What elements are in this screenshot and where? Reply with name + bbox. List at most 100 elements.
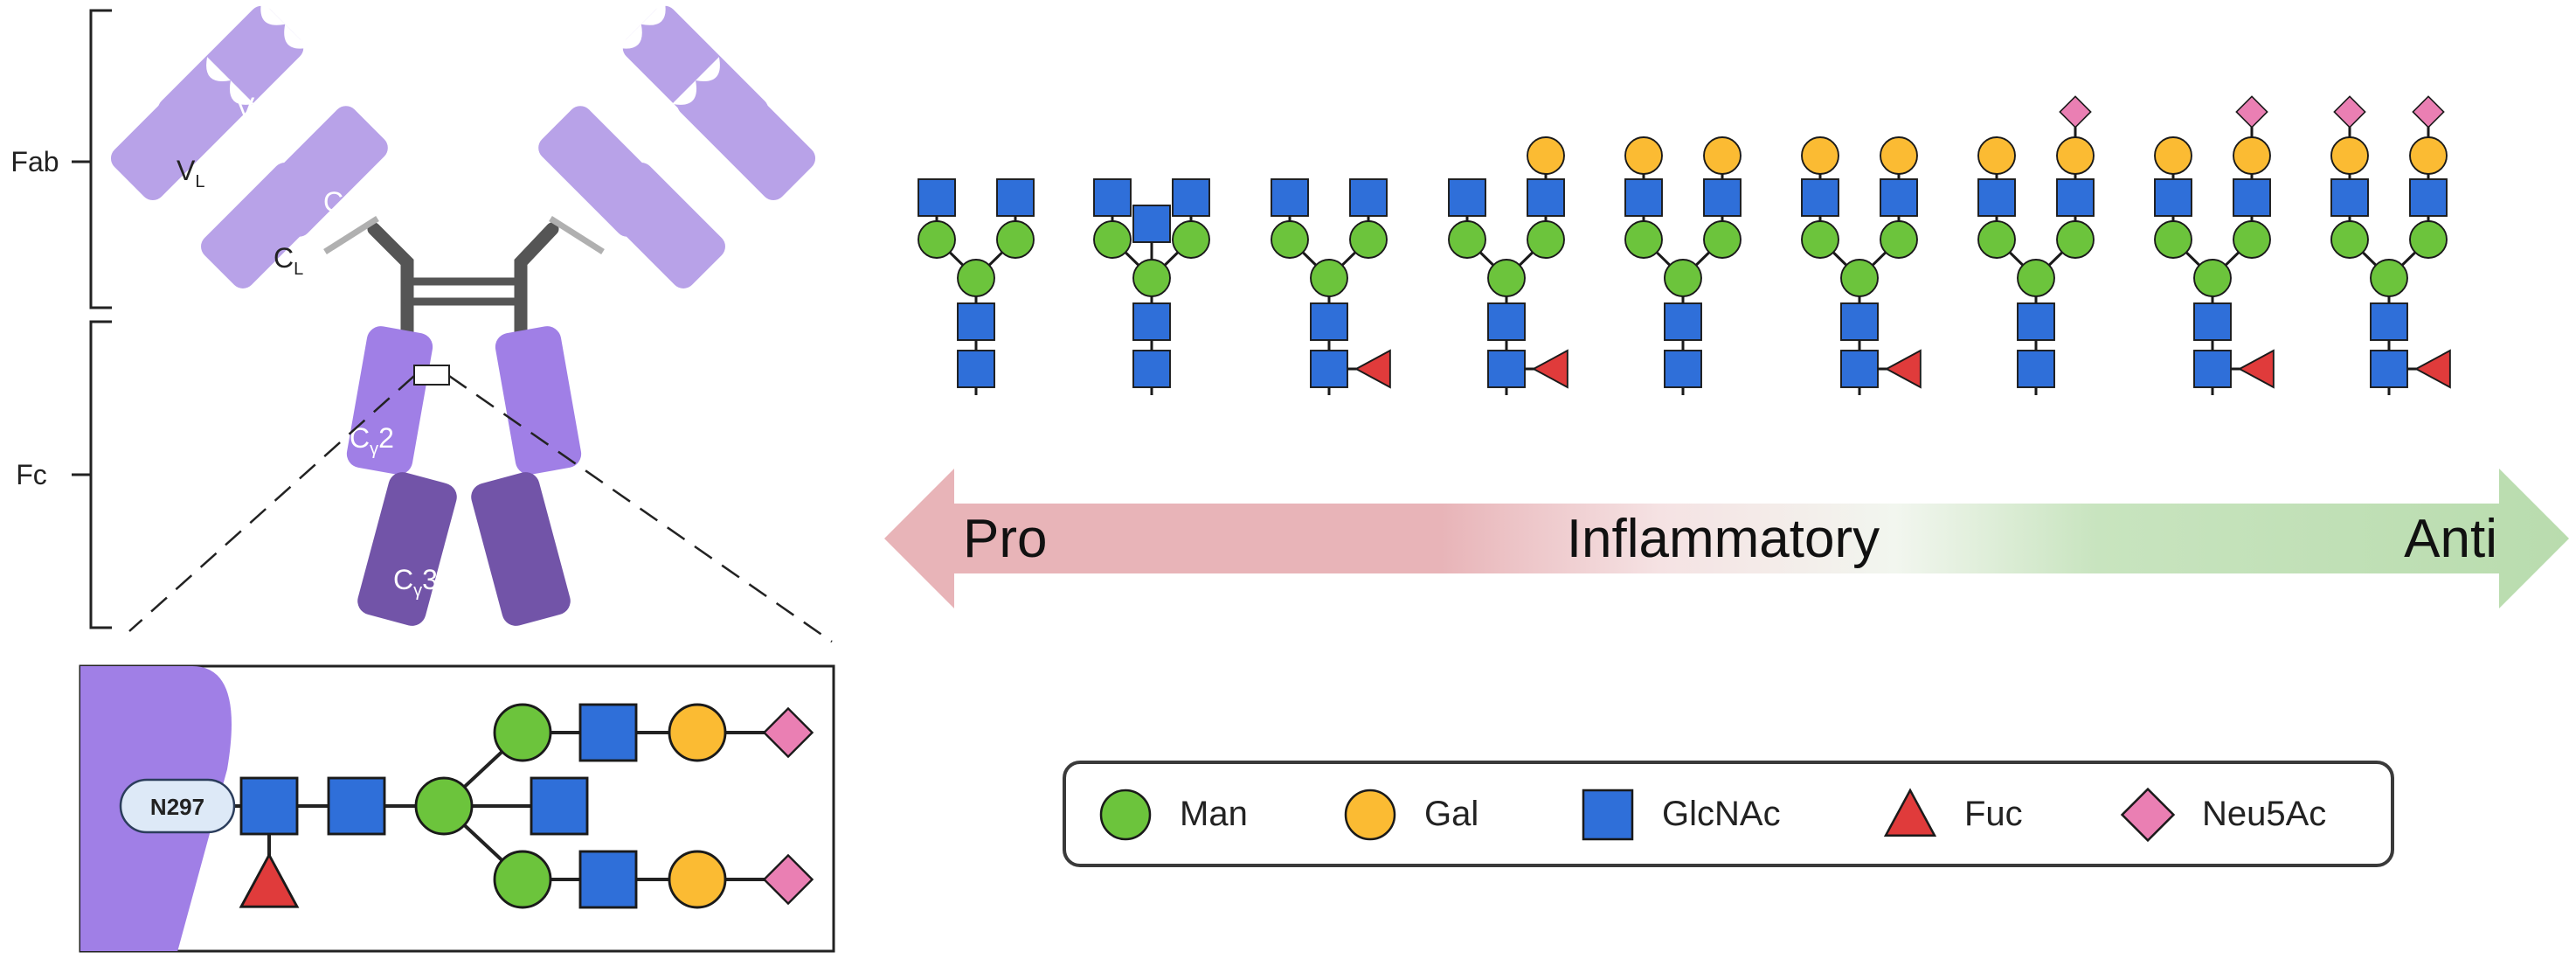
- glcnac-residue: [1349, 178, 1388, 217]
- n297-label: N297: [150, 794, 204, 820]
- man-residue: [1527, 220, 1565, 259]
- fuc-residue: [1885, 349, 1922, 389]
- man-residue: [493, 850, 552, 909]
- glcnac-residue: [1172, 178, 1210, 217]
- ch2-domain-left: [346, 326, 433, 475]
- fab-arm-right: [538, 0, 816, 288]
- glcnac-residue: [1840, 302, 1879, 341]
- legend-item-fuc: Fuc: [1883, 788, 2023, 837]
- glcnac-residue: [1093, 178, 1132, 217]
- neu5ac-residue: [762, 853, 814, 906]
- ch3-label: Cγ3: [393, 564, 438, 601]
- fab-label: Fab: [10, 146, 59, 177]
- man-residue: [1487, 259, 1526, 297]
- man-icon: [1099, 789, 1152, 841]
- legend-item-man: Man: [1099, 789, 1248, 841]
- glycan-structure-6: [1801, 136, 1922, 395]
- gal-residue: [2330, 136, 2369, 175]
- glcnac-residue: [530, 776, 589, 836]
- man-residue: [1664, 259, 1702, 297]
- legend-label-gal: Gal: [1424, 795, 1478, 833]
- fuc-icon: [1883, 788, 1937, 837]
- inflammatory-arrow: Pro Inflammatory Anti: [884, 469, 2569, 608]
- fuc-residue: [239, 851, 300, 908]
- gal-residue: [1624, 136, 1663, 175]
- gal-icon: [1344, 789, 1396, 841]
- glcnac-residue: [2017, 302, 2055, 341]
- n-glycan-inset: N297: [79, 664, 835, 953]
- vl-domain-right: [672, 57, 816, 201]
- vl-label: VL: [177, 155, 204, 191]
- man-residue: [2056, 220, 2095, 259]
- glcnac-residue: [1703, 178, 1742, 217]
- glcnac-residue: [578, 703, 638, 762]
- man-residue: [2409, 220, 2448, 259]
- man-residue: [2193, 259, 2232, 297]
- vh-label: VH: [236, 92, 267, 129]
- gal-residue: [2154, 136, 2192, 175]
- vl-domain-left: [110, 57, 254, 201]
- glcnac-residue: [1801, 178, 1839, 217]
- glcnac-residue: [1487, 302, 1526, 341]
- gal-residue: [668, 703, 727, 762]
- glycan-structure-9: [2330, 95, 2451, 395]
- glcnac-residue: [2370, 350, 2408, 388]
- ch3-domain-left: [357, 472, 457, 626]
- glcnac-residue: [327, 776, 386, 836]
- inset-glycan-residues: [239, 703, 814, 909]
- glycan-structure-2: [1093, 178, 1210, 395]
- gal-residue: [1703, 136, 1742, 175]
- fuc-residue: [1532, 349, 1568, 389]
- glcnac-residue: [1527, 178, 1565, 217]
- glycan-structure-7: [1977, 95, 2095, 395]
- man-residue: [1349, 220, 1388, 259]
- gal-residue: [668, 850, 727, 909]
- fuc-residue: [2414, 349, 2451, 389]
- glcnac-residue: [957, 302, 995, 341]
- cl-domain-right: [599, 163, 725, 288]
- man-residue: [1624, 220, 1663, 259]
- hinge-region: [367, 222, 559, 346]
- glycan-series: [918, 95, 2451, 395]
- man-residue: [1172, 220, 1210, 259]
- legend-label-neu5ac: Neu5Ac: [2202, 795, 2326, 833]
- glcnac-residue: [1487, 350, 1526, 388]
- glcnac-residue: [996, 178, 1035, 217]
- man-residue: [2017, 259, 2055, 297]
- fab-arm-left: VH VL Cγ1 CL: [110, 0, 388, 288]
- gal-residue: [1977, 136, 2016, 175]
- man-residue: [2154, 220, 2192, 259]
- arrow-shape: [884, 469, 2569, 608]
- glcnac-residue: [2330, 178, 2369, 217]
- fc-region: Cγ2 Cγ3: [346, 326, 582, 626]
- man-residue: [2233, 220, 2271, 259]
- glcnac-icon: [1582, 789, 1634, 841]
- fc-bracket: [72, 320, 112, 629]
- glcnac-residue: [578, 850, 638, 909]
- neu5ac-residue: [2333, 95, 2366, 129]
- man-residue: [1703, 220, 1742, 259]
- glcnac-residue: [2193, 350, 2232, 388]
- glcnac-residue: [2370, 302, 2408, 341]
- glcnac-residue: [1448, 178, 1486, 217]
- man-residue: [1801, 220, 1839, 259]
- gal-residue: [1880, 136, 1918, 175]
- glcnac-residue: [2154, 178, 2192, 217]
- glycan-structure-1: [918, 178, 1035, 395]
- glcnac-residue: [1310, 302, 1348, 341]
- man-residue: [493, 703, 552, 762]
- man-residue: [414, 776, 474, 836]
- arrow-label-anti: Anti: [2404, 509, 2497, 569]
- glcnac-residue: [2233, 178, 2271, 217]
- glycan-structure-4: [1448, 136, 1568, 395]
- glycan-structure-8: [2154, 95, 2275, 395]
- glcnac-residue: [1977, 178, 2016, 217]
- glycan-structure-5: [1624, 136, 1742, 395]
- fuc-residue: [1354, 349, 1391, 389]
- gal-residue: [1527, 136, 1565, 175]
- glcnac-residue: [1132, 350, 1171, 388]
- gal-residue: [2233, 136, 2271, 175]
